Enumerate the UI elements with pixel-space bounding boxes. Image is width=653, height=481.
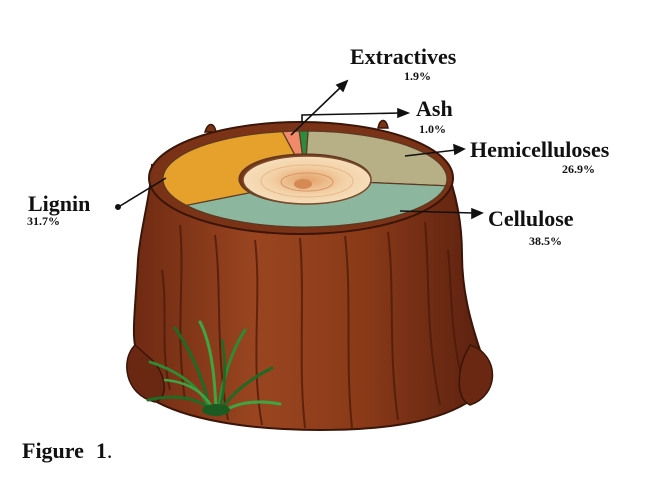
pointer-arrows (115, 79, 484, 220)
arrow-lignin-dot (115, 204, 122, 211)
root-right (458, 344, 494, 406)
value-lignin: 31.7% (27, 214, 60, 228)
caption-prefix: Figure (22, 438, 84, 463)
grass-tuft (146, 320, 282, 416)
core-pith (294, 179, 312, 189)
label-lignin: Lignin (28, 191, 91, 216)
arrow-extractives-head (335, 79, 349, 93)
arrow-ash (301, 112, 401, 123)
label-cellulose: Cellulose (488, 206, 574, 231)
caption-number: 1 (95, 438, 107, 463)
arrow-extractives (290, 85, 343, 136)
segment-hemicelluloses (305, 130, 448, 187)
arrow-hemicelluloses (404, 149, 457, 157)
arrow-cellulose-head (471, 207, 484, 220)
arrow-ash-head (397, 107, 411, 119)
core-ring-2 (280, 172, 334, 192)
label-extractives: Extractives (350, 44, 457, 69)
value-extractives: 1.9% (404, 69, 431, 83)
arrow-cellulose (399, 210, 475, 214)
label-ash: Ash (416, 96, 453, 121)
caption-suffix: . (106, 438, 113, 463)
bark-spike-left (203, 123, 217, 133)
bark-spike-right (377, 119, 389, 129)
value-ash: 1.0% (419, 122, 446, 136)
figure-caption: Figure 1. (22, 438, 112, 464)
composition-segments (162, 130, 448, 228)
value-cellulose: 38.5% (529, 234, 562, 248)
arrow-hemicelluloses-head (453, 143, 466, 156)
root-left (126, 343, 165, 403)
label-hemicelluloses: Hemicelluloses (470, 137, 610, 162)
value-hemicelluloses: 26.9% (562, 162, 595, 176)
arrow-lignin (119, 177, 167, 207)
core-ring-1 (260, 164, 354, 198)
